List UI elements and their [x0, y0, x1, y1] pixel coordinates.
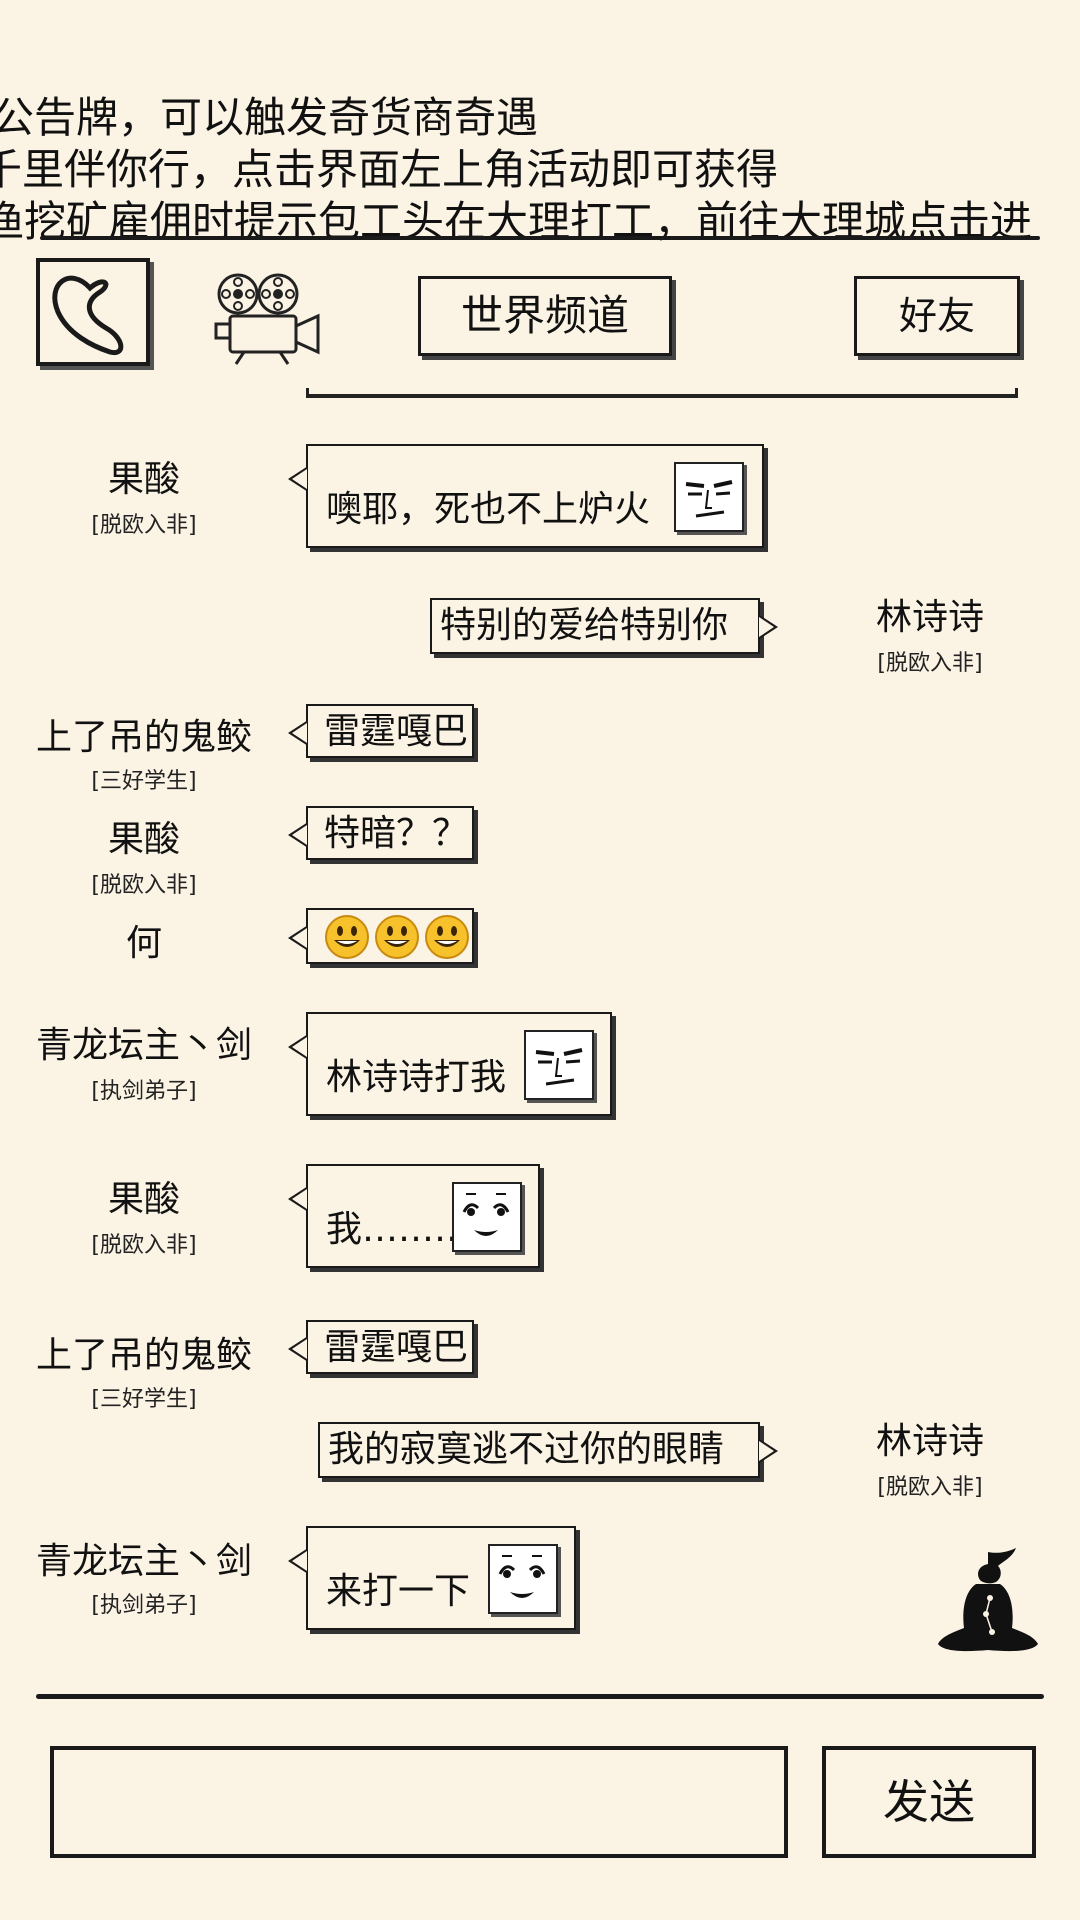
message-text: 来打一下 — [326, 1571, 471, 1612]
sender-name[interactable]: 果酸 — [107, 819, 180, 860]
movie-camera-icon[interactable] — [214, 270, 326, 366]
chat-bubble: 噢耶，死也不上炉火 — [288, 444, 764, 548]
message-text: 我……… — [326, 1209, 471, 1250]
announcement-line-2: 千里伴你行，点击界面左上角活动即可获得 — [0, 146, 779, 194]
happy-face-icon — [488, 1544, 558, 1614]
chat-bubble: 我……… — [288, 1164, 540, 1268]
announcement-underline — [40, 236, 1040, 240]
grin-emoji-icon — [375, 915, 419, 959]
sender-title: [脱欧入非] — [91, 513, 197, 538]
chat-bubble: 雷霆嘎巴 — [288, 704, 474, 758]
bubble-tail — [758, 614, 778, 640]
bubble-tail — [288, 1034, 308, 1060]
bubble-tail — [288, 720, 308, 746]
tab-world-channel[interactable]: 世界频道 — [418, 276, 672, 356]
back-curve-icon — [52, 275, 124, 356]
chat-bubble — [288, 908, 474, 964]
sender-name[interactable]: 何 — [125, 923, 162, 964]
chat-bubble: 林诗诗打我 — [288, 1012, 612, 1116]
message-text: 噢耶，死也不上炉火 — [326, 489, 651, 530]
chat-bubble: 雷霆嘎巴 — [288, 1320, 474, 1374]
smug-face-icon — [674, 462, 744, 532]
bubble-tail — [288, 1186, 308, 1212]
message-text: 特别的爱给特别你 — [440, 605, 729, 646]
sender-name[interactable]: 林诗诗 — [875, 597, 984, 638]
bubble-tail — [288, 1548, 308, 1574]
bubble-tail — [288, 1336, 308, 1362]
bubble-tail — [288, 925, 308, 951]
sender-name[interactable]: 果酸 — [107, 1179, 180, 1220]
sender-title: [执剑弟子] — [91, 1593, 197, 1618]
meditating-figure-icon[interactable] — [936, 1548, 1040, 1664]
message-text: 雷霆嘎巴 — [324, 711, 469, 752]
chat-bubble: 来打一下 — [288, 1526, 576, 1630]
bubble-tail — [758, 1438, 778, 1464]
sender-title: [三好学生] — [91, 769, 197, 794]
sender-title: [脱欧入非] — [877, 651, 983, 676]
sender-name[interactable]: 林诗诗 — [875, 1421, 984, 1462]
sender-name[interactable]: 上了吊的鬼鲛 — [35, 717, 252, 758]
announcement-line-1: 公告牌，可以触发奇货商奇遇 — [0, 94, 539, 142]
sender-name[interactable]: 青龙坛主丶剑 — [35, 1025, 252, 1066]
sender-name[interactable]: 青龙坛主丶剑 — [35, 1541, 252, 1582]
message-input[interactable] — [50, 1746, 788, 1858]
sender-name[interactable]: 上了吊的鬼鲛 — [35, 1335, 252, 1376]
sender-title: [脱欧入非] — [877, 1475, 983, 1500]
grin-emoji-icon — [425, 915, 469, 959]
send-button[interactable]: 发送 — [822, 1746, 1036, 1858]
composer-divider — [36, 1694, 1044, 1699]
sender-title: [脱欧入非] — [91, 873, 197, 898]
grin-emoji-icon — [325, 915, 369, 959]
message-text: 我的寂寞逃不过你的眼睛 — [328, 1429, 725, 1470]
sender-name[interactable]: 果酸 — [107, 459, 180, 500]
bubble-tail — [288, 466, 308, 492]
happy-face-icon — [452, 1182, 522, 1252]
chat-bubble: 特暗？？ — [288, 806, 474, 860]
sender-title: [脱欧入非] — [91, 1233, 197, 1258]
message-text: 雷霆嘎巴 — [324, 1327, 469, 1368]
message-text: 林诗诗打我 — [326, 1057, 507, 1098]
smug-face-icon — [524, 1030, 594, 1100]
sender-title: [执剑弟子] — [91, 1079, 197, 1104]
message-text: 特暗？？ — [324, 813, 469, 854]
tab-friends[interactable]: 好友 — [854, 276, 1020, 356]
chat-bubble: 特别的爱给特别你 — [430, 598, 778, 654]
back-button[interactable] — [36, 258, 150, 366]
sender-title: [三好学生] — [91, 1387, 197, 1412]
chat-bubble: 我的寂寞逃不过你的眼睛 — [318, 1422, 778, 1478]
chat-area-top-border — [306, 388, 1018, 398]
bubble-tail — [288, 822, 308, 848]
